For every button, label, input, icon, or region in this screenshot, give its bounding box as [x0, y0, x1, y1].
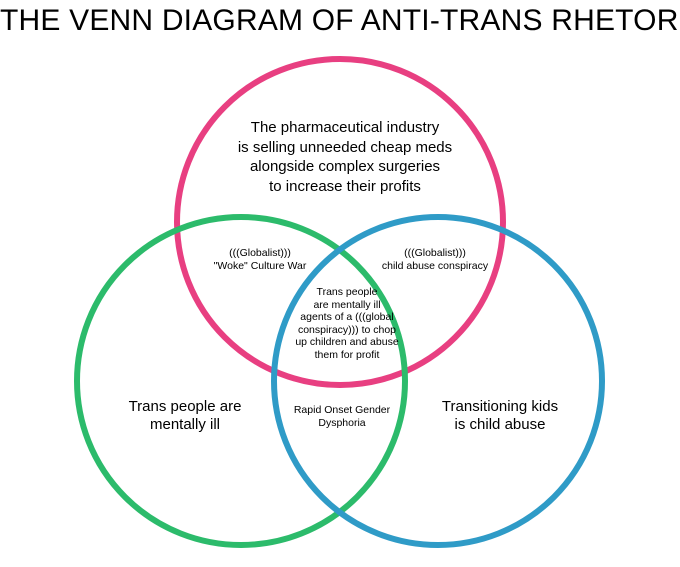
center-overlap-label: Trans people are mentally ill agents of …	[295, 286, 399, 361]
top-left-overlap-label: (((Globalist))) "Woke" Culture War	[213, 247, 307, 272]
right-circle	[271, 214, 605, 548]
left-circle	[74, 214, 408, 548]
bottom-overlap-label: Rapid Onset Gender Dysphoria	[293, 404, 391, 429]
top-circle-label: The pharmaceutical industry is selling u…	[237, 119, 453, 195]
left-circle-label: Trans people are mentally ill	[128, 398, 242, 434]
diagram-title: THE VENN DIAGRAM OF ANTI-TRANS RHETORIC	[0, 4, 680, 37]
top-right-overlap-label: (((Globalist))) child abuse conspiracy	[381, 247, 489, 272]
right-circle-label: Transitioning kids is child abuse	[441, 398, 559, 434]
top-circle	[174, 56, 506, 388]
